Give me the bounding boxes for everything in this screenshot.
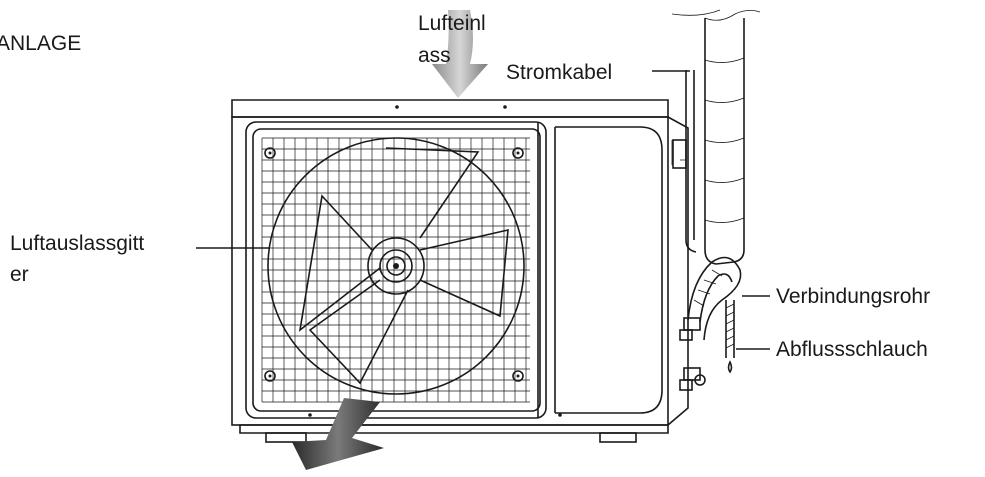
leader-lines bbox=[196, 70, 770, 350]
label-air-outlet-grille-line1: Luftauslassgitt bbox=[10, 232, 144, 255]
label-air-outlet-grille-line2: er bbox=[10, 263, 29, 286]
air-inlet-arrow bbox=[432, 10, 488, 98]
connecting-pipe bbox=[687, 256, 742, 341]
power-cable bbox=[671, 70, 697, 253]
label-air-inlet-line1: Lufteinl bbox=[418, 12, 486, 35]
outlet-grille-grid bbox=[261, 137, 530, 403]
label-connecting-pipe: Verbindungsrohr bbox=[776, 285, 930, 308]
header-title-fragment: ANLAGE bbox=[0, 32, 81, 55]
service-valves bbox=[679, 317, 706, 391]
label-power-cable: Stromkabel bbox=[506, 61, 612, 84]
pipe-bundle bbox=[671, 9, 761, 265]
grille-screws bbox=[264, 147, 524, 382]
unit-body bbox=[231, 99, 689, 443]
fan bbox=[267, 137, 525, 395]
label-drain-hose: Abflussschlauch bbox=[776, 338, 928, 361]
drain-hose bbox=[725, 300, 735, 374]
label-air-inlet-line2: ass bbox=[418, 44, 451, 67]
air-outlet-arrow bbox=[292, 398, 384, 470]
